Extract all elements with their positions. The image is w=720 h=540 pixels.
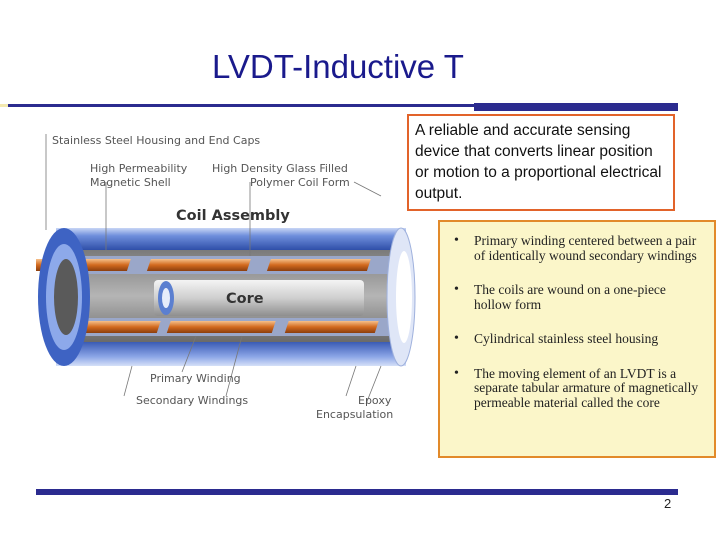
footer-rule [36, 489, 678, 495]
bullet-icon: • [454, 282, 459, 297]
core-rod [154, 280, 364, 316]
bullet-icon: • [454, 233, 459, 248]
definition-box: A reliable and accurate sensing device t… [407, 114, 675, 211]
label-coil-assembly: Coil Assembly [176, 208, 290, 224]
feature-item: •The moving element of an LVDT is a sepa… [454, 365, 699, 410]
secondary-winding-bottom [51, 321, 379, 333]
lvdt-cutaway-diagram: Stainless Steel Housing and End Caps Hig… [36, 120, 436, 440]
label-shell-1: High Permeability [90, 162, 188, 175]
feature-item: •Cylindrical stainless steel housing [454, 331, 659, 346]
definition-text: A reliable and accurate sensing device t… [415, 122, 662, 202]
feature-item: •Primary winding centered between a pair… [454, 233, 697, 263]
label-epoxy-1: Epoxy [358, 394, 392, 407]
features-box: •Primary winding centered between a pair… [438, 220, 716, 458]
label-core: Core [226, 291, 264, 307]
title-underline [8, 104, 474, 107]
leader-lines [45, 134, 382, 405]
label-glass-2: Polymer Coil Form [250, 176, 350, 189]
label-epoxy-2: Encapsulation [316, 408, 393, 421]
label-secondary: Secondary Windings [136, 394, 248, 407]
feature-item: •The coils are wound on a one-piece holl… [454, 282, 666, 312]
label-primary: Primary Winding [150, 372, 241, 385]
label-shell-2: Magnetic Shell [90, 176, 171, 189]
slide-title: LVDT-Inductive T [212, 48, 464, 85]
label-glass-1: High Density Glass Filled [212, 162, 348, 175]
housing-top [56, 228, 406, 250]
bullet-icon: • [454, 365, 459, 381]
page-number: 2 [664, 496, 672, 511]
title-underline-bar [474, 103, 678, 111]
feature-list: •Primary winding centered between a pair… [450, 233, 706, 410]
housing-bottom [56, 342, 406, 366]
label-housing: Stainless Steel Housing and End Caps [52, 134, 260, 147]
bullet-icon: • [454, 331, 459, 346]
